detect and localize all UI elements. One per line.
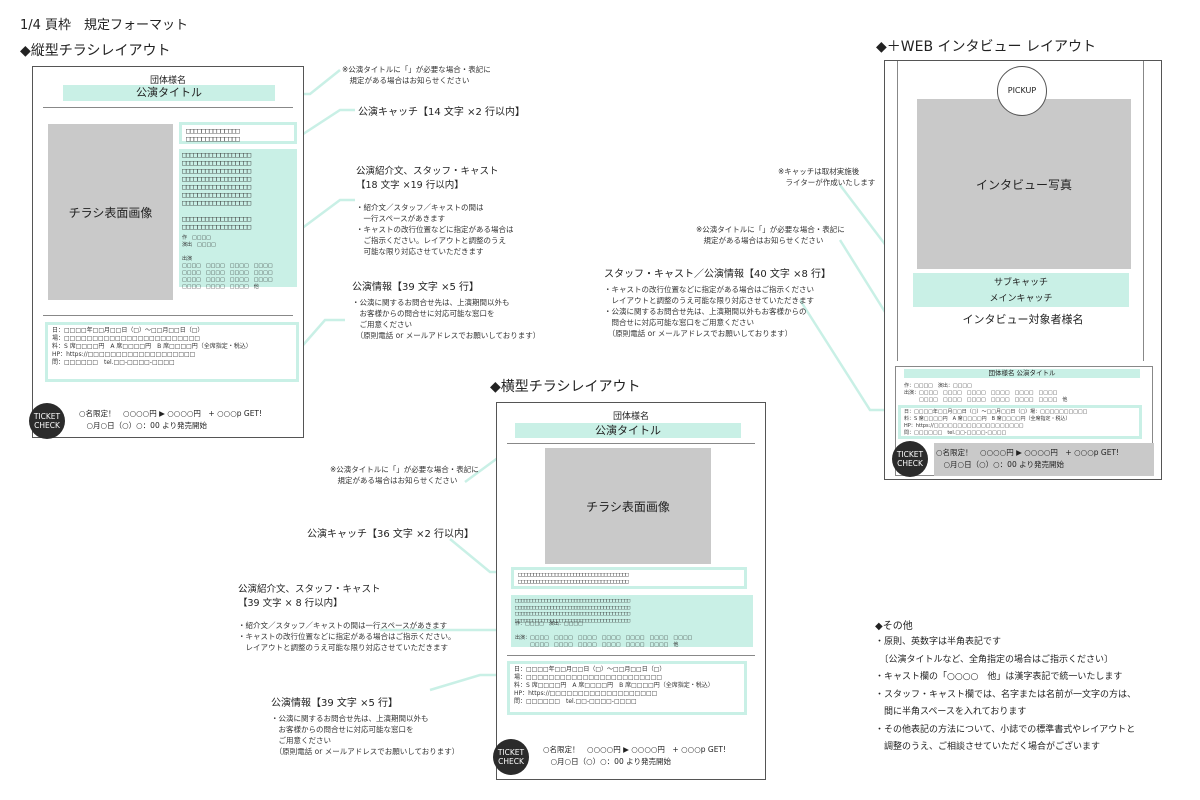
horizontal-flyer: 団体様名 公演タイトル チラシ表面画像 □□□□□□□□□□□□□□□□□□□□… [493,402,766,780]
h-intro-label: 公演紹介文、スタッフ・キャスト 【39 文字 × 8 行以内】 [238,584,381,609]
web-heading: ◆＋WEB インタビュー レイアウト [876,39,1096,55]
h-catch-squares: □□□□□□□□□□□□□□□□□□□□□□□□□□□□□□□□□□□□ □□□… [518,572,629,585]
h-title: 公演タイトル [515,423,741,438]
h-group: 団体様名 [612,412,649,422]
w-info-label: スタッフ・キャスト／公演情報【40 文字 ×8 行】 [604,269,832,280]
v-title-note: ※公演タイトルに「」が必要な場合・表記に 規定がある場合はお知らせください [342,65,491,85]
h-info-note: ・公演に関するお問合せ先は、上演期間以外も お客様からの問合せに対応可能な窓口を… [271,714,460,756]
w-ticket-check-badge: TICKET CHECK [892,441,928,477]
h-ticket-check-badge: TICKET CHECK [493,739,529,775]
v-info-note: ・公演に関するお問合せ先は、上演期間以外も お客様からの問合せに対応可能な窓口を… [352,298,541,340]
h-footer: ○名限定！ ○○○○円 ▶ ○○○○円 + ○○○p GET! ○月○日（○）○… [543,745,727,766]
v-footer: ○名限定！ ○○○○円 ▶ ○○○○円 + ○○○p GET! ○月○日（○）○… [79,409,263,430]
v-group: 団体様名 [149,76,186,86]
h-divider-2 [507,655,755,656]
w-sub-catch: サブキャッチ [993,278,1048,288]
w-info: 日：□□□□年□□月□□日（□）～□□月□□日（□）場：□□□□□□□□□□ 料… [904,409,1088,436]
h-title-note: ※公演タイトルに「」が必要な場合・表記に 規定がある場合はお知らせください [330,465,479,485]
w-info-box: 日：□□□□年□□月□□日（□）～□□月□□日（□）場：□□□□□□□□□□ 料… [898,405,1142,439]
h-intro-note: ・紹介文／スタッフ／キャストの間は一行スペースがあきます ・キャストの改行位置な… [238,621,456,652]
v-intro-label: 公演紹介文、スタッフ・キャスト 【18 文字 ×19 行以内】 [356,166,499,191]
w-info-note: ・キャストの改行位置などに指定がある場合はご指示ください レイアウトと調整のうえ… [604,285,814,338]
vertical-heading: ◆縦型チラシレイアウト [20,43,171,59]
other-body: ・原則、英数字は半角表記です 〔公演タイトルなど、全角指定の場合はご指示ください… [875,637,1137,752]
h-catch-label: 公演キャッチ【36 文字 ×2 行以内】 [307,529,475,540]
h-staff: 作：□□□□ 演出：□□□□ 出演：□□□□ □□□□ □□□□ □□□□ □□… [515,621,693,648]
w-inner-line-left [897,61,898,361]
v-catch-label: 公演キャッチ【14 文字 ×2 行以内】 [358,107,526,118]
v-staff: 作 □□□□ 演出 □□□□ 出演 □□□□ □□□□ □□□□ □□□□ □□… [182,235,273,290]
h-cover-image: チラシ表面画像 [545,448,711,564]
v-info-box: 日：□□□□年□□月□□日（□）～□□月□□日（□） 場：□□□□□□□□□□□… [45,322,299,382]
v-info: 日：□□□□年□□月□□日（□）～□□月□□日（□） 場：□□□□□□□□□□□… [52,327,252,366]
v-title: 公演タイトル [63,85,275,101]
h-divider [507,443,755,444]
w-pickup-badge: PICKUP [997,66,1047,116]
h-info-label: 公演情報【39 文字 ×5 行】 [271,698,399,709]
v-intro-note: ・紹介文／スタッフ／キャストの間は 一行スペースがあきます ・キャストの改行位置… [356,203,514,256]
v-ticket-check-badge: TICKET CHECK [29,403,65,439]
w-group-title: 団体様名 公演タイトル [904,369,1140,378]
v-intro-squares: □□□□□□□□□□□□□□□□□□ □□□□□□□□□□□□□□□□□□ □□… [182,151,251,231]
h-intro-box: □□□□□□□□□□□□□□□□□□□□□□□□□□□□□□□□□□□□□□□ … [511,595,753,647]
w-person-name: インタビュー対象者様名 [962,313,1084,326]
v-cover-image: チラシ表面画像 [48,124,173,300]
w-interview-photo: インタビュー写真 [917,99,1131,269]
w-catch-note: ※キャッチは取材実施後 ライターが作成いたします [778,167,876,187]
v-catch-box: □□□□□□□□□□□□□□ □□□□□□□□□□□□□□ [179,122,297,144]
w-inner-line-right [1143,61,1144,361]
w-staff: 作：□□□□ 演出：□□□□ 出演：□□□□ □□□□ □□□□ □□□□ □□… [904,383,1068,403]
page-title: 1/4 頁枠 規定フォーマット [20,18,189,33]
h-info-box: 日：□□□□年□□月□□日（□）～□□月□□日（□） 場：□□□□□□□□□□□… [507,661,747,715]
v-divider [43,107,293,108]
v-divider-2 [43,315,293,316]
vertical-flyer: 団体様名 公演タイトル チラシ表面画像 □□□□□□□□□□□□□□ □□□□□… [29,66,304,439]
w-footer: ○名限定！ ○○○○円 ▶ ○○○○円 + ○○○p GET! ○月○日（○）○… [936,448,1120,469]
h-info: 日：□□□□年□□月□□日（□）～□□月□□日（□） 場：□□□□□□□□□□□… [514,666,714,705]
v-intro-box: □□□□□□□□□□□□□□□□□□ □□□□□□□□□□□□□□□□□□ □□… [179,149,297,290]
w-main-catch: メインキャッチ [989,294,1053,304]
v-info-label: 公演情報【39 文字 ×5 行】 [352,282,480,293]
h-catch-box: □□□□□□□□□□□□□□□□□□□□□□□□□□□□□□□□□□□□ □□□… [511,567,747,589]
w-footer-band [934,443,1154,476]
other-heading: ◆その他 [875,621,913,632]
w-title-note: ※公演タイトルに「」が必要な場合・表記に 規定がある場合はお知らせください [696,225,845,245]
w-catch-box: サブキャッチ メインキャッチ [913,273,1129,307]
v-catch-squares: □□□□□□□□□□□□□□ □□□□□□□□□□□□□□ [186,127,240,143]
web-layout: インタビュー写真 PICKUP サブキャッチ メインキャッチ インタビュー対象者… [884,60,1162,480]
h-intro-squares: □□□□□□□□□□□□□□□□□□□□□□□□□□□□□□□□□□□□□□□ … [515,598,630,624]
horizontal-heading: ◆横型チラシレイアウト [490,379,641,395]
w-info-panel: 団体様名 公演タイトル 作：□□□□ 演出：□□□□ 出演：□□□□ □□□□ … [892,366,1154,477]
